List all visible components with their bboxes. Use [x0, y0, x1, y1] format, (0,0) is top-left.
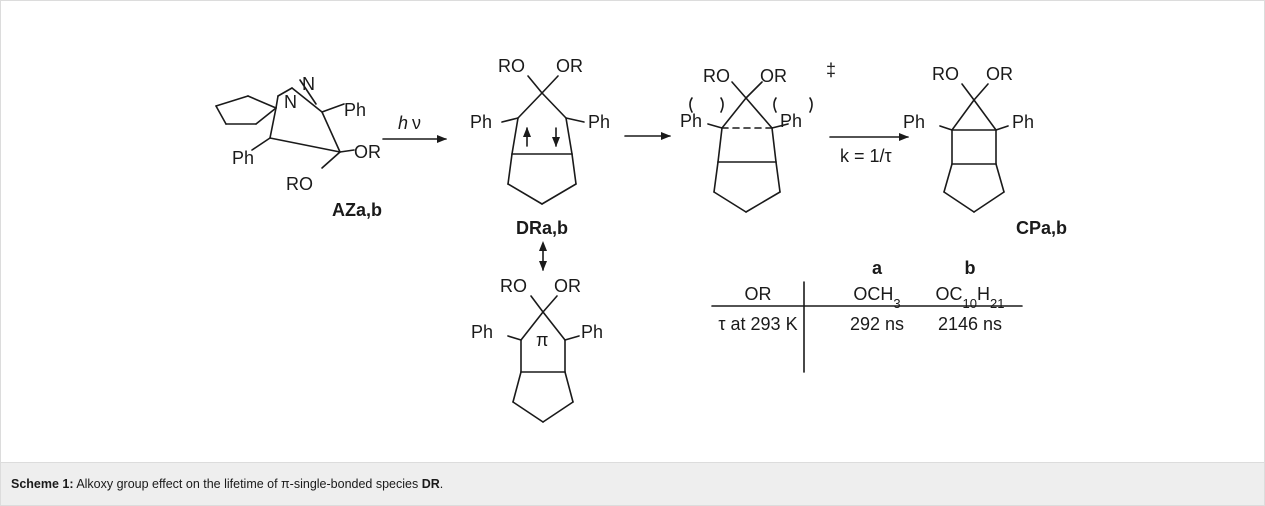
figure-caption: Scheme 1: Alkoxy group effect on the lif…	[1, 462, 1264, 505]
az-ph-left-label: Ph	[232, 148, 254, 168]
az-n1-label: N	[284, 92, 297, 112]
diradical-structure	[501, 75, 585, 205]
caption-text: Alkoxy group effect on the lifetime of π…	[73, 477, 422, 491]
cp-or-label: OR	[986, 64, 1013, 84]
caption-label: Scheme 1:	[11, 477, 74, 491]
ts-ph-right-label: Ph	[780, 111, 802, 131]
table-value-b: 2146 ns	[938, 314, 1002, 334]
pi-ph-right-label: Ph	[581, 322, 603, 342]
az-ph-right-label: Ph	[344, 100, 366, 120]
table-col-b-label: b	[965, 258, 976, 278]
az-ro-label: RO	[286, 174, 313, 194]
table-row-label: τ at 293 K	[718, 314, 797, 334]
ts-ph-left-label: Ph	[680, 111, 702, 131]
rate-constant-label: k = 1/τ	[840, 146, 892, 166]
table-header-or: OR	[745, 284, 772, 304]
cp-ro-label: RO	[932, 64, 959, 84]
pi-single-bonded-structure	[507, 295, 580, 423]
table-value-a: 292 ns	[850, 314, 904, 334]
cp-ph-right-label: Ph	[1012, 112, 1034, 132]
pi-ph-left-label: Ph	[471, 322, 493, 342]
cyclopropane-structure	[939, 83, 1009, 213]
cp-ph-left-label: Ph	[903, 112, 925, 132]
az-compound-label: AZa,b	[332, 200, 382, 220]
ts-or-label: OR	[760, 66, 787, 86]
ts-ro-label: RO	[703, 66, 730, 86]
table-col-a-label: a	[872, 258, 883, 278]
cp-compound-label: CPa,b	[1016, 218, 1067, 238]
azoalkane-structure	[215, 79, 355, 169]
dr-ro-label: RO	[498, 56, 525, 76]
dr-or-label: OR	[556, 56, 583, 76]
table-header-oc10h21: OC10H21	[936, 284, 1005, 311]
transition-state-structure	[689, 81, 813, 213]
pi-bond-symbol: π	[536, 330, 548, 350]
table-header-och3: OCH3	[853, 284, 900, 311]
az-or-label: OR	[354, 142, 381, 162]
pi-or-label: OR	[554, 276, 581, 296]
dr-compound-label: DRa,b	[516, 218, 568, 238]
caption-end: .	[439, 477, 444, 491]
pi-ro-label: RO	[500, 276, 527, 296]
lifetime-table	[711, 281, 1023, 373]
dr-ph-left-label: Ph	[470, 112, 492, 132]
caption-species: DR	[421, 477, 440, 491]
az-n2-label: N	[302, 74, 315, 94]
transition-state-dagger: ‡	[826, 60, 836, 80]
dr-ph-right-label: Ph	[588, 112, 610, 132]
